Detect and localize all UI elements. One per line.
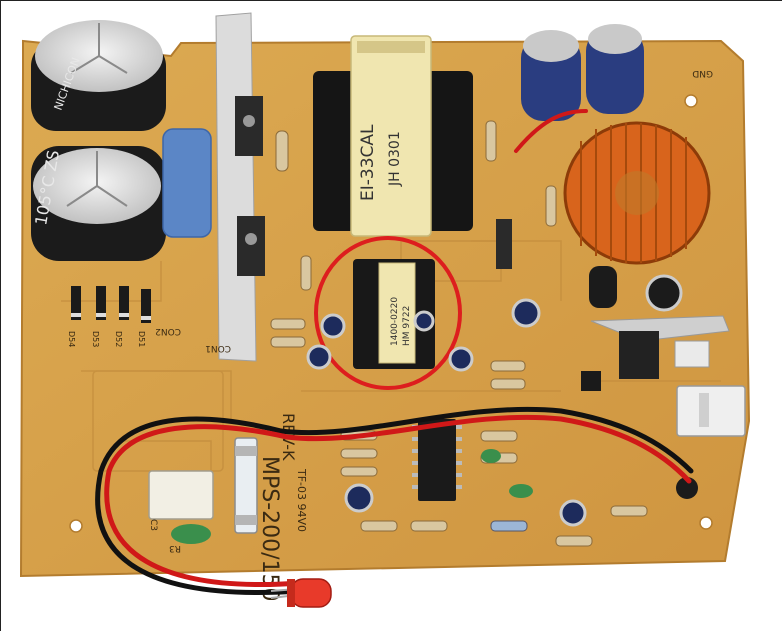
left-heatsink bbox=[215, 12, 265, 362]
ref-d53: D53 bbox=[91, 331, 100, 347]
ref-c3: C3 bbox=[148, 519, 158, 531]
bulk-capacitor-2: 105°C ZS bbox=[31, 146, 166, 261]
ref-d54: D54 bbox=[67, 331, 76, 347]
top-right-capacitors bbox=[521, 24, 644, 121]
rectifier-diodes bbox=[71, 286, 151, 323]
mosfet-lower bbox=[237, 216, 265, 276]
ref-d52: D52 bbox=[114, 331, 123, 347]
board-model-text: MPS-200/150 bbox=[257, 456, 282, 602]
led-wires bbox=[95, 109, 694, 595]
regulator-heatsink bbox=[590, 315, 730, 379]
ref-d51: D51 bbox=[137, 331, 146, 347]
standby-transformer-maker-text: HM 9722 bbox=[402, 306, 412, 346]
connector-pin bbox=[699, 393, 709, 427]
highlight-circle bbox=[314, 236, 462, 390]
board-date-text: TF-03 94V0 bbox=[295, 468, 308, 532]
ref-r3: R3 bbox=[169, 543, 181, 553]
ref-con1: CON1 bbox=[205, 343, 231, 353]
fuse bbox=[234, 437, 258, 534]
green-capacitor bbox=[171, 524, 211, 544]
bulk-capacitor-1: NICHICON bbox=[31, 20, 166, 131]
film-capacitor bbox=[162, 128, 212, 238]
main-transformer-code-text: JH 0301 bbox=[387, 131, 403, 187]
output-inductor bbox=[563, 121, 711, 265]
misc-components bbox=[481, 219, 698, 499]
resistors bbox=[270, 120, 648, 547]
main-transformer-model-text: EI-33CAL bbox=[358, 124, 378, 201]
ref-gnd: GND bbox=[692, 68, 713, 78]
ref-con2: CON2 bbox=[155, 326, 181, 336]
standby-transformer-code-text: 1400-0220 bbox=[390, 297, 400, 346]
indicator-led bbox=[270, 578, 332, 608]
standby-transformer: 1400-0220 HM 9722 bbox=[353, 259, 435, 369]
output-connector bbox=[676, 385, 746, 437]
small-capacitors bbox=[306, 266, 683, 527]
main-transformer: EI-33CAL JH 0301 bbox=[313, 35, 473, 237]
input-connector bbox=[148, 470, 214, 520]
control-ic bbox=[412, 419, 462, 501]
